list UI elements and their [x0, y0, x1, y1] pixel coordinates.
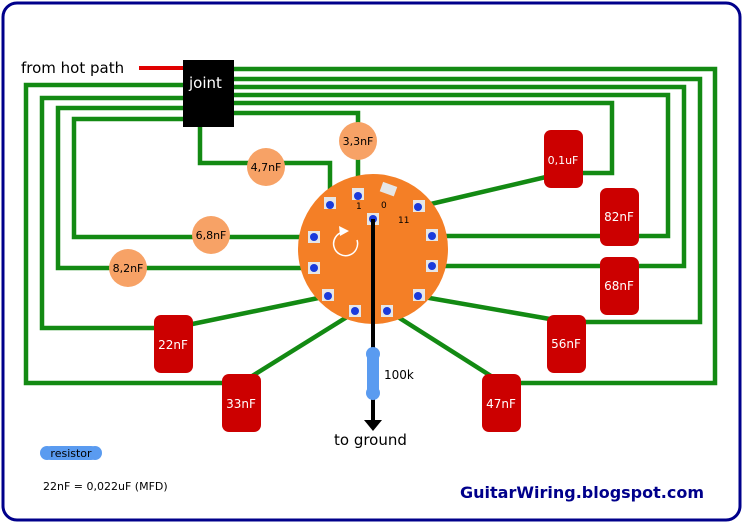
position-label-11: 11	[398, 216, 409, 226]
ceramic-capacitor-8-2nF	[109, 249, 147, 287]
ceramic-capacitor-3-3nF	[339, 122, 377, 160]
wire-47nF	[234, 66, 718, 386]
ceramic-capacitor-4-7nF	[247, 148, 285, 186]
capacitor-label-4-7nF: 4,7nF	[251, 161, 282, 174]
film-capacitor-0-1uF	[544, 130, 583, 188]
joint-label: joint	[188, 74, 222, 92]
ground-label: to ground	[334, 431, 407, 449]
rotation-arrow-icon	[332, 226, 359, 257]
wire-0-1uF	[234, 100, 615, 210]
film-capacitor-47nF	[482, 374, 521, 432]
resistor-100k	[366, 347, 380, 400]
capacitor-label-6-8nF: 6,8nF	[196, 229, 227, 242]
conversion-note: 22nF = 0,022uF (MFD)	[43, 480, 168, 493]
capacitor-label-8-2nF: 8,2nF	[113, 262, 144, 275]
switch-lug-unused	[379, 181, 398, 197]
resistor-legend-label: resistor	[50, 447, 92, 460]
wire-22nF	[39, 95, 329, 331]
resistor-value-label: 100k	[384, 368, 414, 382]
wires	[23, 66, 718, 386]
capacitor-label-56nF: 56nF	[551, 337, 581, 351]
wire-68nF	[234, 84, 687, 269]
capacitor-label-0-1uF: 0,1uF	[548, 154, 579, 167]
capacitor-label-82nF: 82nF	[604, 210, 634, 224]
ground-arrow-icon	[364, 420, 382, 431]
joint-block	[183, 60, 234, 127]
position-label-1: 1	[356, 202, 362, 212]
ceramic-capacitors: 3,3nF 4,7nF 6,8nF 8,2nF	[109, 122, 377, 287]
film-capacitor-56nF	[547, 315, 586, 373]
film-capacitors: 0,1uF 82nF 68nF 56nF 47nF 33nF 22nF	[154, 130, 639, 432]
film-capacitor-68nF	[600, 257, 639, 315]
film-capacitor-33nF	[222, 374, 261, 432]
capacitor-label-68nF: 68nF	[604, 279, 634, 293]
website-credit: GuitarWiring.blogspot.com	[460, 483, 704, 502]
solder-points	[310, 192, 436, 315]
position-label-0: 0	[381, 201, 387, 211]
wire-8-2nF	[55, 105, 313, 271]
film-capacitor-82nF	[600, 188, 639, 246]
wire-56nF	[234, 76, 703, 325]
film-capacitor-22nF	[154, 315, 193, 373]
capacitor-label-47nF: 47nF	[486, 397, 516, 411]
capacitor-label-3-3nF: 3,3nF	[343, 135, 374, 148]
hot-path-label: from hot path	[21, 59, 124, 77]
wire-3-3nF	[234, 110, 361, 196]
capacitor-label-33nF: 33nF	[226, 397, 256, 411]
ceramic-capacitor-6-8nF	[192, 216, 230, 254]
wire-33nF	[23, 82, 357, 386]
resistor-legend: resistor	[40, 446, 102, 460]
capacitor-label-22nF: 22nF	[158, 338, 188, 352]
